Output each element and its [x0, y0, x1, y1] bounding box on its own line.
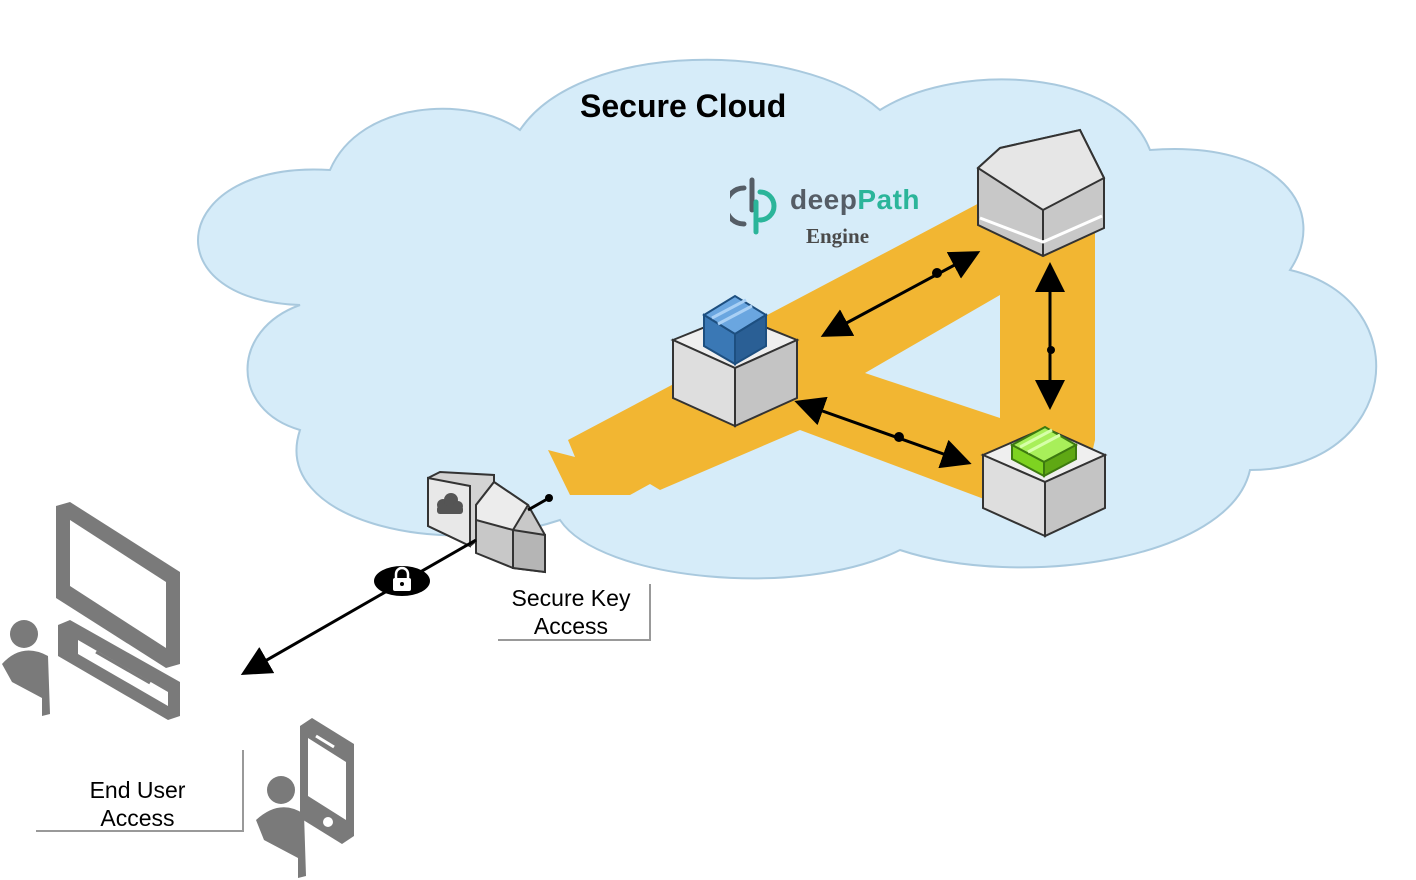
blue-module-block [702, 294, 768, 366]
blue-module-node [670, 294, 800, 428]
logo-word-path: Path [857, 184, 921, 215]
secure-key-label-frame [498, 584, 651, 641]
mobile-phone-icon [300, 718, 354, 844]
link-octagon-green [1035, 262, 1065, 410]
desktop-computer-icon [56, 502, 180, 720]
green-module-block [1009, 425, 1079, 478]
secure-key-label-line2: Access [533, 613, 609, 639]
green-module-node [980, 425, 1108, 538]
secure-key-gateway [427, 470, 553, 574]
link-blue-green [794, 396, 972, 469]
link-octagon-blue [820, 251, 981, 337]
secure-connection-arrow [240, 538, 477, 675]
diagram-title: Secure Cloud [580, 88, 787, 124]
lock-icon [374, 566, 430, 596]
octagon-server-node [976, 128, 1106, 258]
deeppath-logo-icon [730, 177, 777, 235]
logo-subtitle: Engine [806, 224, 870, 248]
end-user-label-line2: Access [100, 805, 175, 831]
user-icon [2, 620, 50, 716]
end-user-label-line1: End User [89, 777, 186, 803]
logo-wordmark: deepPath [790, 184, 920, 216]
end-user-label-frame [36, 750, 244, 832]
cloud-key-icon [437, 493, 463, 514]
secure-key-label: Secure Key Access [500, 584, 642, 640]
user-icon [256, 776, 306, 878]
end-user-label: End User Access [60, 776, 215, 832]
secure-key-label-line1: Secure Key [511, 585, 631, 611]
logo-word-deep: deep [790, 184, 858, 215]
